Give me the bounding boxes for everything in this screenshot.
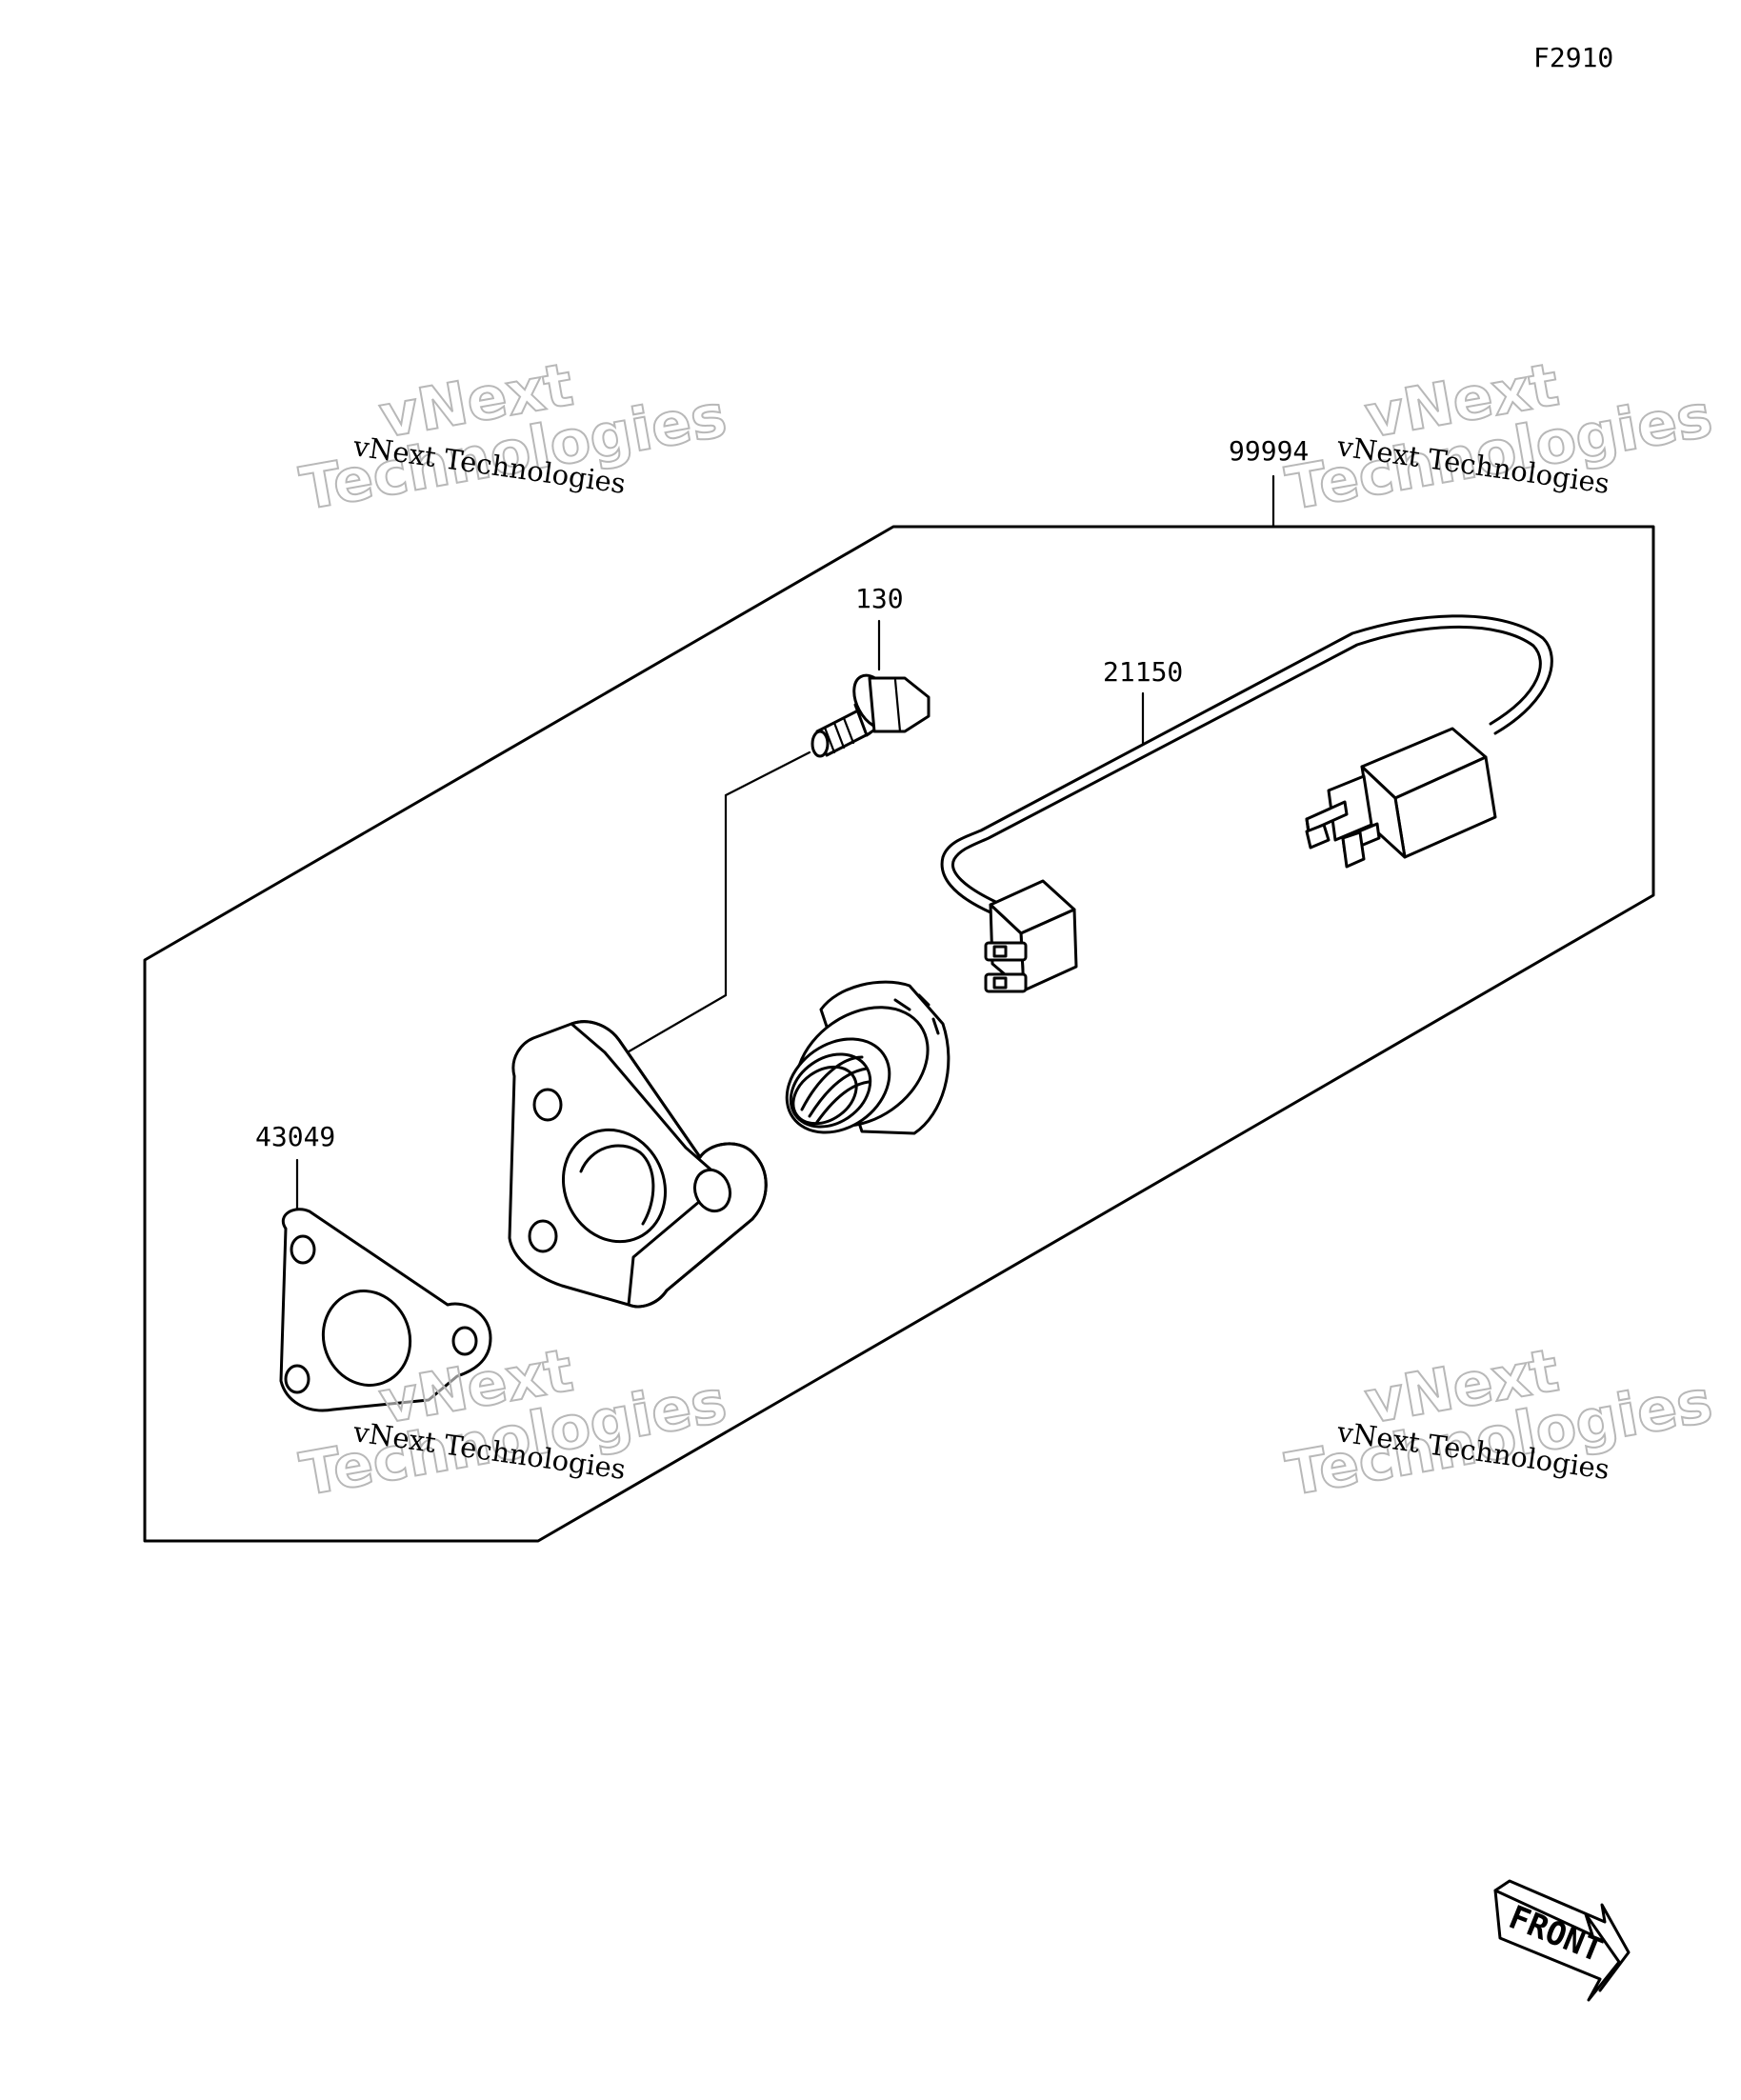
wire-harness-icon: [940, 614, 1553, 993]
bolt-icon: [810, 673, 931, 758]
front-direction-indicator: FRONT: [1493, 1879, 1631, 2002]
callout-harness-21150: 21150: [1103, 656, 1183, 688]
leader-bolt-to-bracket: [617, 750, 811, 1059]
figure-code: F2910: [1533, 42, 1613, 73]
callout-kit-99994: 99994: [1229, 435, 1309, 467]
thermo-sensor-icon: [785, 980, 951, 1135]
watermark: vNext Technologies: [1280, 1334, 1718, 1510]
gasket-icon: [279, 1208, 492, 1412]
callout-bolt-130: 130: [855, 583, 904, 614]
watermark: vNext Technologies: [294, 349, 732, 525]
kit-outline-box: [143, 525, 1655, 1543]
callout-gasket-43049: 43049: [255, 1121, 335, 1152]
watermark: vNext Technologies: [1280, 349, 1718, 525]
sensor-bracket-icon: [508, 1020, 768, 1309]
